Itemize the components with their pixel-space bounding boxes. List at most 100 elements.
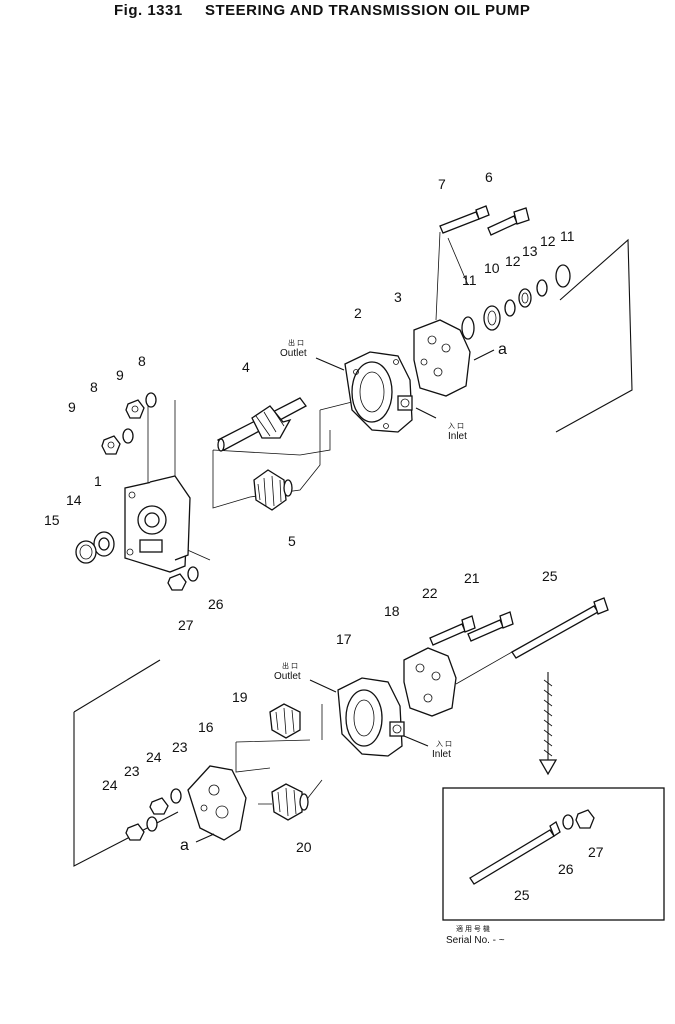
part-label-19: 19 bbox=[232, 689, 248, 705]
part-label-11-left: 11 bbox=[462, 272, 477, 288]
part-4-drive-gear-shaft bbox=[217, 397, 307, 452]
part-label-15: 15 bbox=[44, 512, 60, 528]
inlet-arrow-lower bbox=[403, 735, 429, 747]
inset-part-label-26: 26 bbox=[558, 861, 574, 877]
part-label-6: 6 bbox=[485, 169, 493, 185]
part-13-bearing bbox=[518, 288, 532, 308]
part-9-nut-upper bbox=[125, 399, 145, 419]
part-label-16: 16 bbox=[198, 719, 214, 735]
part-label-12-right: 12 bbox=[540, 233, 556, 249]
part-label-11-right: 11 bbox=[560, 228, 575, 244]
part-label-17: 17 bbox=[336, 631, 352, 647]
inset-part-27-nut bbox=[575, 809, 595, 829]
part-label-18: 18 bbox=[384, 603, 400, 619]
part-24-nut-lower bbox=[125, 823, 145, 841]
a-label-lower: a bbox=[180, 837, 189, 854]
upper-frame-line bbox=[555, 238, 633, 433]
part-25-long-bolt bbox=[455, 597, 609, 685]
part-18-rear-cover bbox=[403, 647, 457, 717]
inset-part-label-27: 27 bbox=[588, 844, 604, 860]
a-arrow-lower bbox=[195, 833, 215, 843]
part-label-27: 27 bbox=[178, 617, 194, 633]
part-label-24-upper: 24 bbox=[146, 749, 162, 765]
part-3-rear-cover bbox=[413, 319, 471, 397]
part-label-24-lower: 24 bbox=[102, 777, 118, 793]
outlet-jp-lower: 出 口 bbox=[282, 661, 298, 670]
inset-part-26-washer bbox=[562, 814, 574, 830]
part-label-8-lower: 8 bbox=[90, 379, 98, 395]
part-label-14: 14 bbox=[66, 492, 82, 508]
figure-number: Fig. 1331 bbox=[114, 2, 183, 19]
part-5-driven-gear bbox=[253, 469, 293, 511]
part-20-gear bbox=[271, 783, 309, 821]
outlet-arrow-upper bbox=[315, 357, 345, 371]
figure-title: STEERING AND TRANSMISSION OIL PUMP bbox=[205, 2, 531, 19]
part-19-gear bbox=[269, 703, 301, 739]
part-label-13: 13 bbox=[522, 243, 538, 259]
part-label-3: 3 bbox=[394, 289, 402, 305]
inlet-label-upper: Inlet bbox=[448, 431, 467, 442]
part-26-washer-upper bbox=[187, 566, 199, 582]
part-label-9-upper: 9 bbox=[116, 367, 124, 383]
part-label-2: 2 bbox=[354, 305, 362, 321]
part-2-pump-body bbox=[344, 351, 413, 433]
part-8-washer-upper bbox=[145, 392, 157, 408]
part-label-7: 7 bbox=[438, 176, 446, 192]
part-label-9-lower: 9 bbox=[68, 399, 76, 415]
lower-frame-line bbox=[73, 659, 179, 867]
part-label-26: 26 bbox=[208, 596, 224, 612]
part-11-o-ring-right bbox=[555, 264, 571, 288]
part-23-washer-upper bbox=[170, 788, 182, 804]
lower-leader-lines bbox=[235, 704, 323, 809]
outlet-jp-upper: 出 口 bbox=[288, 338, 304, 347]
serial-no-label: Serial No. - ~ bbox=[446, 935, 505, 946]
part-6-bolt bbox=[487, 207, 530, 236]
a-label-upper: a bbox=[498, 341, 507, 358]
a-arrow-upper bbox=[473, 349, 495, 361]
part-21-bolt bbox=[467, 611, 514, 642]
part-27-nut-upper bbox=[167, 573, 187, 591]
inlet-jp-upper: 入 口 bbox=[448, 422, 464, 430]
part-label-5: 5 bbox=[288, 533, 296, 549]
inlet-label-lower: Inlet bbox=[432, 749, 451, 760]
part-label-22: 22 bbox=[422, 585, 438, 601]
part-8-washer-lower bbox=[122, 428, 134, 444]
part-23-washer-lower bbox=[146, 816, 158, 832]
part-label-20: 20 bbox=[296, 839, 312, 855]
part-15-snap-ring bbox=[75, 540, 97, 564]
inset-part-25-long-bolt bbox=[469, 821, 561, 885]
part-16-front-cover bbox=[187, 765, 247, 841]
part-label-4: 4 bbox=[242, 359, 250, 375]
inset-part-label-25: 25 bbox=[514, 887, 530, 903]
part-11-o-ring-left bbox=[461, 316, 475, 340]
inlet-arrow-upper bbox=[415, 407, 437, 419]
part-label-25: 25 bbox=[542, 568, 558, 584]
part-label-12-left: 12 bbox=[505, 253, 521, 269]
part-label-23-lower: 23 bbox=[124, 763, 140, 779]
part-label-10: 10 bbox=[484, 260, 500, 276]
part-12-washer-right bbox=[536, 279, 548, 297]
serial-inset-box bbox=[442, 787, 665, 921]
part-7-bolt bbox=[439, 205, 490, 234]
outlet-arrow-lower bbox=[309, 679, 337, 693]
part-10-oil-seal bbox=[483, 305, 501, 331]
part-label-1: 1 bbox=[94, 473, 102, 489]
outlet-label-lower: Outlet bbox=[274, 671, 301, 682]
outlet-label-upper: Outlet bbox=[280, 348, 307, 359]
serial-change-arrow bbox=[538, 672, 558, 776]
serial-jp-label: 適 用 号 機 bbox=[456, 924, 490, 933]
part-label-8-upper: 8 bbox=[138, 353, 146, 369]
part-label-21: 21 bbox=[464, 570, 480, 586]
inlet-jp-lower: 入 口 bbox=[436, 740, 452, 748]
part-label-23-upper: 23 bbox=[172, 739, 188, 755]
part-12-washer-left bbox=[504, 299, 516, 317]
upper-leader-lines bbox=[147, 231, 469, 561]
part-24-nut-upper bbox=[149, 797, 169, 815]
part-1-front-cover bbox=[124, 475, 191, 573]
part-9-nut-lower bbox=[101, 435, 121, 455]
part-14-bearing bbox=[93, 531, 115, 557]
part-22-bolt bbox=[429, 615, 476, 646]
part-17-pump-body bbox=[337, 677, 405, 757]
